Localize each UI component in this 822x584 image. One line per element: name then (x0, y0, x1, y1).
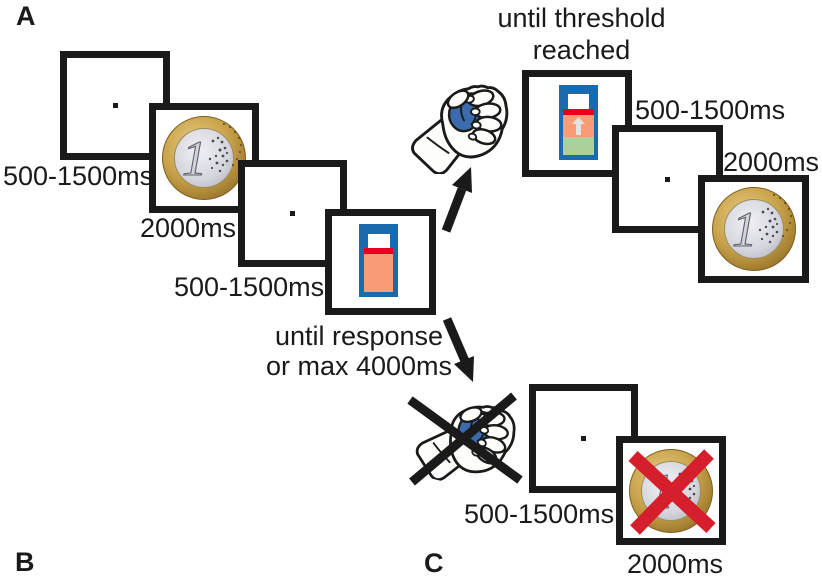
one-euro-coin-icon: 1 (162, 116, 246, 200)
no-reward-duration-label: 2000ms (627, 549, 724, 579)
fixation-dot (290, 211, 295, 216)
grip-instruction-line2: reached (532, 35, 631, 65)
grip-instruction-line1: until threshold (497, 3, 666, 33)
success-fixation-duration-label: 500-1500ms (635, 95, 786, 125)
panel-c-label: C (424, 548, 444, 578)
panel-b-label: B (15, 547, 35, 577)
failure-fixation-duration-label: 500-1500ms (464, 499, 615, 529)
fixation2-duration-label: 500-1500ms (174, 272, 325, 302)
force-gauge-icon (359, 224, 398, 297)
panel-a-label: A (16, 1, 36, 31)
fixation-dot (665, 176, 670, 182)
reward-outcome-duration-label: 2000ms (723, 147, 820, 177)
arrow-down-right-icon (442, 317, 474, 382)
hand-squeezing-gripper-icon (411, 84, 509, 174)
reward-cue-duration-label: 2000ms (140, 213, 237, 243)
force-increase-arrow-icon (572, 117, 585, 135)
no-reward-outcome-frame: 1 (616, 436, 726, 545)
reward-outcome-frame: 1 (698, 175, 809, 283)
response-duration-line1: until response (274, 321, 444, 351)
force-gauge-threshold-icon (559, 85, 598, 160)
fixation1-duration-label: 500-1500ms (3, 161, 154, 191)
arrow-up-right-icon (441, 167, 472, 233)
fixation-dot (581, 436, 586, 441)
reward-cue-frame: 1 (149, 103, 259, 213)
grip-instruction-label: until threshold reached (479, 2, 684, 66)
red-cross-icon (628, 449, 716, 535)
fixation-dot (112, 103, 118, 108)
response-duration-line2: or max 4000ms (265, 351, 453, 381)
response-duration-label: until response or max 4000ms (258, 321, 460, 381)
svg-text:1: 1 (182, 130, 207, 186)
one-euro-coin-icon: 1 (711, 187, 796, 271)
crossed-out-hand-icon (407, 392, 523, 486)
svg-text:1: 1 (732, 201, 757, 257)
